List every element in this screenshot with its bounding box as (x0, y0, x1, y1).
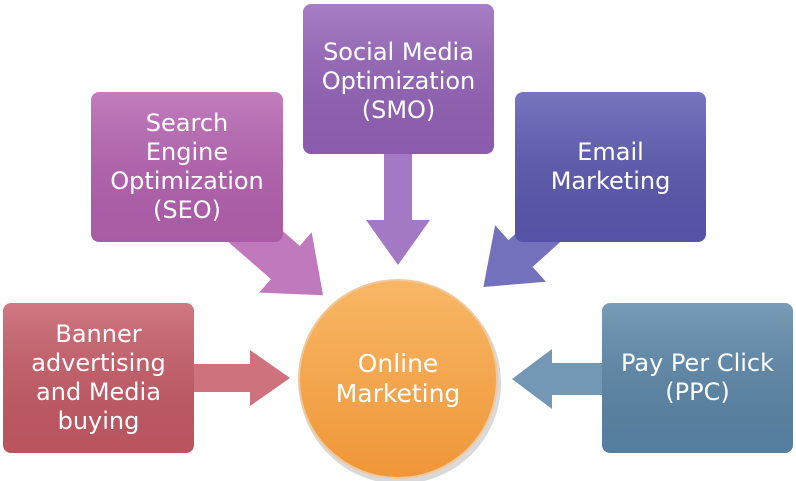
banner-box-gloss (3, 303, 194, 453)
email-box-gloss (515, 92, 706, 242)
arrow-smo-to-center (366, 150, 430, 265)
smo-box-gloss (303, 4, 494, 154)
seo-box-gloss (91, 92, 283, 242)
arrow-banner-to-center (175, 350, 290, 406)
center-circle (298, 279, 498, 479)
ppc-box-gloss (602, 303, 793, 453)
